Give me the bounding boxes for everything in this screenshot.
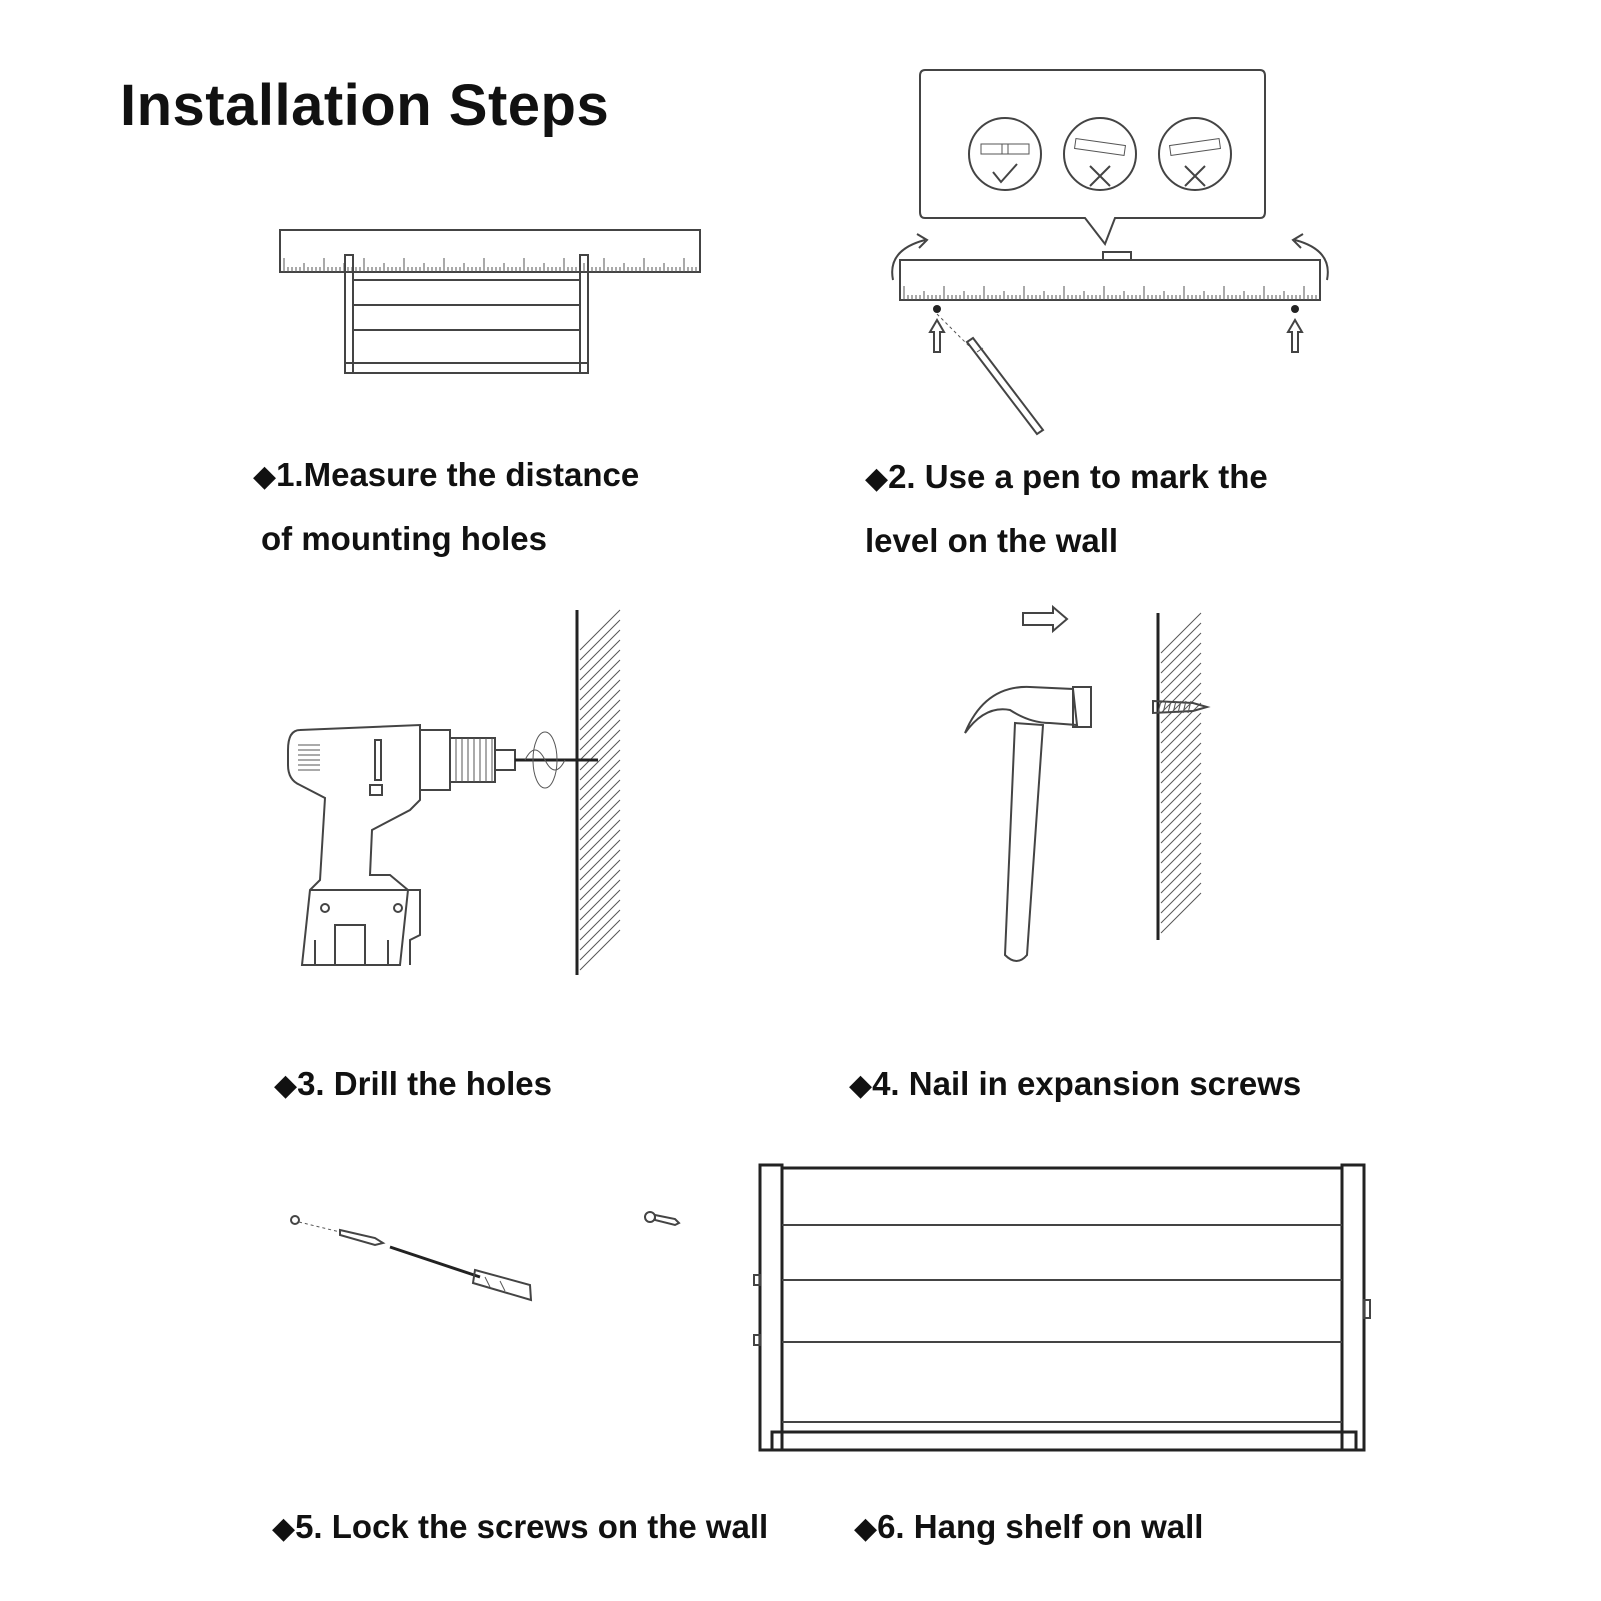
bullet-icon: ◆ [272,1512,296,1545]
bullet-icon: ◆ [865,462,889,495]
pen-icon [936,313,1045,436]
step-3-caption: ◆3. Drill the holes [274,1065,552,1102]
wall-icon [575,609,621,975]
arrow-icon [1291,233,1329,281]
arrow-icon [891,233,929,281]
ruler-icon [899,259,1321,301]
screwdriver-icon [389,1245,533,1302]
bullet-icon: ◆ [854,1512,878,1545]
step-4-figure [964,604,1211,962]
step-6-caption: ◆6. Hang shelf on wall [854,1508,1204,1545]
shelf-icon [344,254,589,374]
level-icon [1063,117,1137,191]
arrow-icon [928,318,946,353]
arrow-icon [1286,318,1304,353]
step-6-figure [753,1163,1371,1452]
screw-icon [339,1228,386,1247]
page-title: Installation Steps [120,73,610,138]
step-2-caption: ◆2. Use a pen to mark the level on the w… [865,458,1268,559]
bullet-icon: ◆ [253,460,277,493]
arrow-icon [1022,604,1069,634]
drill-icon [287,723,598,966]
shelf-icon [753,1163,1371,1452]
wall-icon [1156,612,1202,940]
cross-icon [1089,165,1111,187]
ruler-icon [279,229,701,273]
level-icon [968,117,1042,191]
screw-icon [644,1211,681,1227]
level-callout [919,69,1266,247]
bullet-icon: ◆ [849,1069,873,1102]
step-4-caption: ◆4. Nail in expansion screws [849,1065,1302,1102]
step-1-caption: ◆1.Measure the distance of mounting hole… [253,456,640,557]
hammer-icon [964,685,1092,962]
step-3-figure [287,609,621,975]
check-icon [992,163,1018,184]
step-2-figure [891,69,1329,436]
step-5-figure [290,1211,681,1302]
screw-icon [1152,699,1211,715]
step-5-caption: ◆5. Lock the screws on the wall [272,1508,769,1545]
level-icon [1158,117,1232,191]
cross-icon [1184,165,1206,187]
step-1-figure [279,229,701,374]
bullet-icon: ◆ [274,1069,298,1102]
